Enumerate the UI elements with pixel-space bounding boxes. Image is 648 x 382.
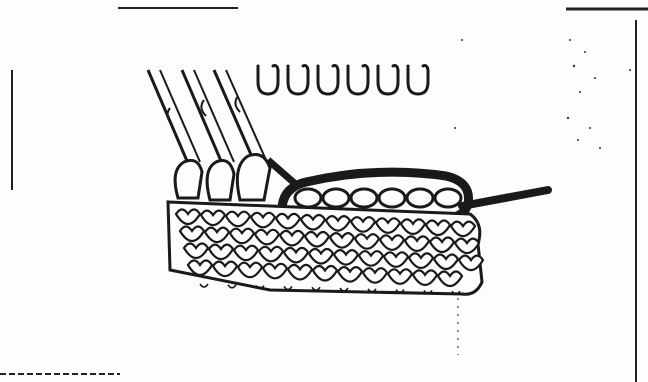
needle-hook-icon <box>378 66 398 95</box>
fabric-edge-stitch <box>200 284 208 287</box>
needle-hook-icon <box>348 66 368 95</box>
yarn-bead <box>295 189 321 207</box>
yarn-bead <box>435 189 461 207</box>
needle-2 <box>182 70 234 168</box>
scan-speckle-noise <box>454 39 631 149</box>
yarn-strand <box>462 190 548 206</box>
yarn-bead <box>379 189 405 207</box>
needle-hook-icon <box>288 66 308 95</box>
needle-hook-icon <box>408 66 428 95</box>
yarn-bead <box>351 189 377 207</box>
needle-hook-icon <box>258 66 278 95</box>
empty-needle-hooks <box>258 66 428 95</box>
knitted-fabric <box>168 202 483 294</box>
yarn-bead <box>407 189 433 207</box>
needle-hook-icon <box>318 66 338 95</box>
yarn-bead <box>323 189 349 207</box>
needle-loops <box>175 155 270 201</box>
needle-1 <box>148 70 200 168</box>
fabric-edge-stitch <box>228 285 236 288</box>
needles <box>148 70 266 168</box>
